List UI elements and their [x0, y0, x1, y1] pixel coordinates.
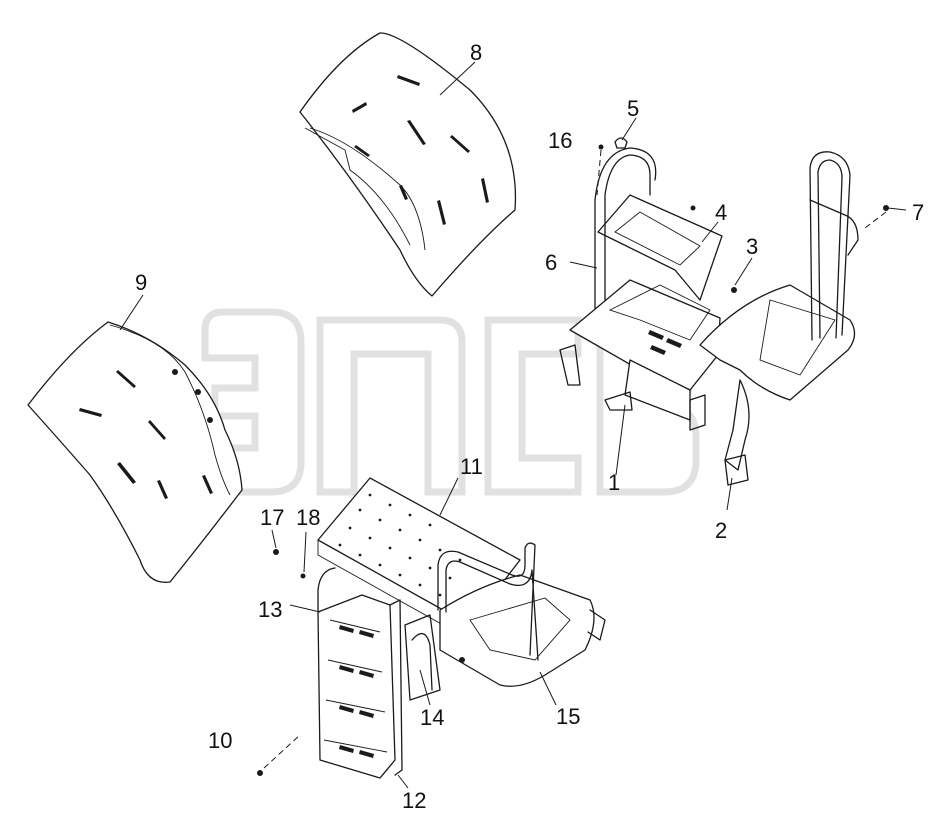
callout-17: 17: [260, 505, 284, 530]
callout-16: 16: [548, 128, 572, 153]
callout-18: 18: [296, 505, 320, 530]
callout-7: 7: [912, 200, 924, 225]
callout-13: 13: [258, 597, 282, 622]
callout-12: 12: [402, 788, 426, 813]
fender-panel-left: [27, 321, 243, 583]
platform-hole-pattern: [338, 493, 462, 597]
callout-labels: 1 2 3 4 5 6 7 8 9 10 11 12 13 14 15 16 1…: [135, 40, 924, 813]
fender-panel-upper: [299, 32, 517, 297]
callout-4: 4: [715, 200, 727, 225]
callout-9: 9: [135, 270, 147, 295]
callout-1: 1: [608, 470, 620, 495]
callout-14: 14: [420, 705, 444, 730]
callout-2: 2: [715, 518, 727, 543]
callout-3: 3: [746, 234, 758, 259]
callout-10: 10: [208, 728, 232, 753]
right-step-assembly: [559, 137, 889, 486]
callout-5: 5: [627, 96, 639, 121]
bottom-step-assembly: [257, 477, 606, 779]
callout-8: 8: [470, 40, 482, 65]
callout-11: 11: [460, 454, 483, 479]
leader-lines: [119, 61, 907, 789]
callout-6: 6: [545, 250, 557, 275]
callout-15: 15: [556, 704, 580, 729]
